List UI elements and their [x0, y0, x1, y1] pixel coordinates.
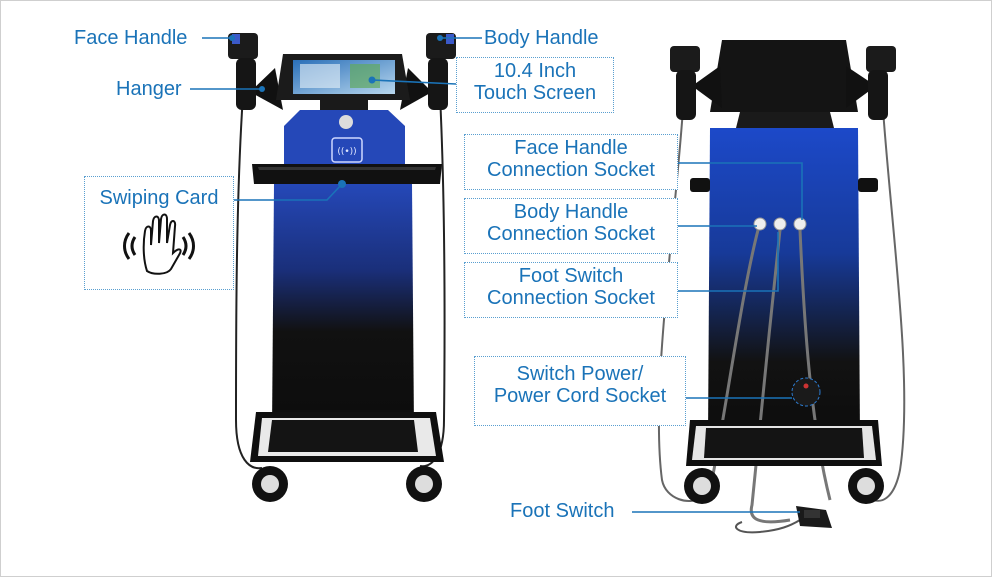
foot-socket-line1: Foot Switch [518, 265, 624, 287]
body-handle-label: Body Handle [484, 27, 599, 49]
foot-socket-line2: Connection Socket [487, 287, 655, 309]
foot-socket-callout: Foot Switch Connection Socket [464, 262, 678, 318]
body-socket-line2: Connection Socket [487, 223, 655, 245]
back-machine [657, 40, 906, 534]
hand-swipe-icon [123, 213, 195, 275]
face-socket-line2: Connection Socket [487, 159, 655, 181]
body-socket-callout: Body Handle Connection Socket [464, 198, 678, 254]
face-socket-line1: Face Handle [514, 137, 628, 159]
touch-screen-line1: 10.4 Inch [493, 60, 577, 82]
body-socket-line1: Body Handle [513, 201, 629, 223]
touch-screen-callout: 10.4 Inch Touch Screen [456, 57, 614, 113]
power-line2: Power Cord Socket [493, 385, 667, 407]
svg-text:((•)): ((•)) [337, 147, 356, 157]
power-line1: Switch Power/ [516, 363, 644, 385]
hanger-label: Hanger [116, 78, 182, 100]
swiping-card-callout: Swiping Card [84, 176, 234, 290]
foot-switch-label: Foot Switch [510, 500, 615, 522]
leader-lines [190, 37, 803, 513]
front-machine: ((•)) [228, 33, 456, 502]
face-socket-callout: Face Handle Connection Socket [464, 134, 678, 190]
swiping-card-label: Swiping Card [99, 187, 219, 209]
power-callout: Switch Power/ Power Cord Socket [474, 356, 686, 426]
face-handle-label: Face Handle [74, 27, 188, 49]
touch-screen-line2: Touch Screen [473, 82, 597, 104]
